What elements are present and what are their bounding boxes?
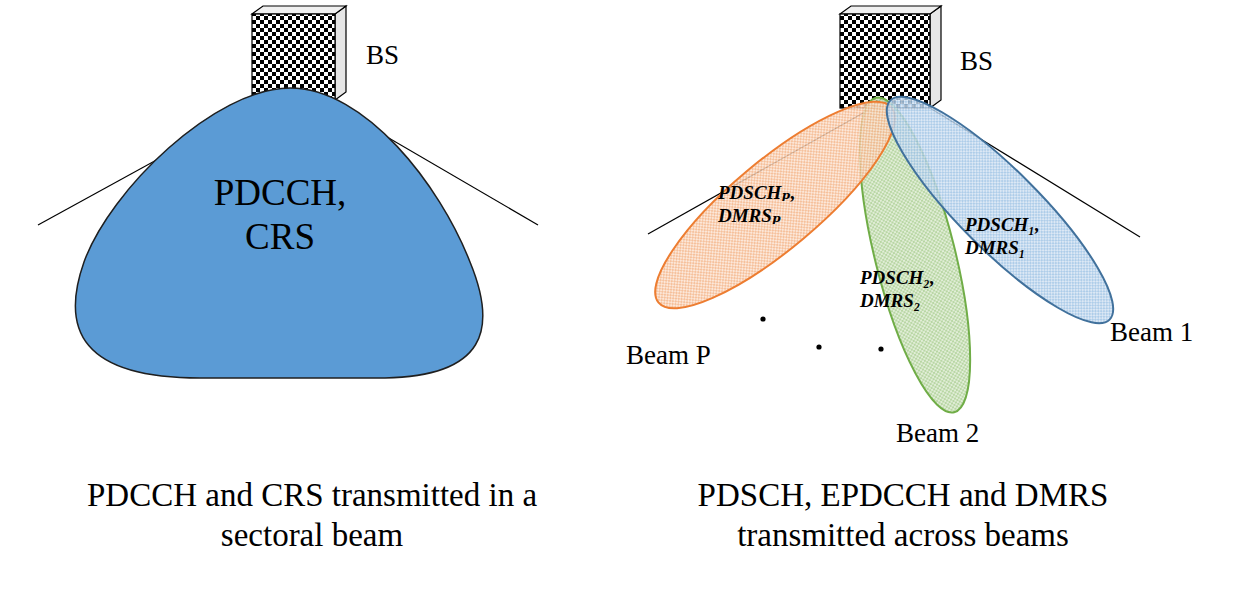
base-station	[840, 6, 941, 108]
beam-label: Beam 1	[1110, 317, 1193, 348]
node-text: PDSCHₚ, DMRSₚ	[718, 182, 818, 228]
caption-text: PDCCH and CRS transmitted in a sectoral …	[52, 475, 572, 556]
ellipsis-dot	[878, 346, 883, 351]
node-text: PDSCH₁, DMRS₁	[965, 214, 1065, 260]
beam-ellipse: PDSCHₚ, DMRSₚ	[640, 90, 910, 320]
ellipsis-dot	[816, 344, 821, 349]
bs-label: BS	[960, 46, 993, 77]
caption-text: PDSCH, EPDCCH and DMRS transmitted acros…	[643, 475, 1163, 556]
beam-ellipse: PDSCH₁, DMRS₁	[880, 95, 1120, 325]
node-text: PDSCH₂, DMRS₂	[860, 267, 960, 313]
bs-label: BS	[366, 40, 399, 71]
sector-beam: PDCCH, CRS	[70, 84, 500, 384]
node-text: PDCCH, CRS	[180, 171, 380, 260]
shape-outline	[880, 95, 1120, 325]
outline	[75, 88, 483, 378]
beam-label: Beam 2	[896, 418, 979, 449]
beam-label: Beam P	[626, 340, 711, 371]
base-station	[252, 6, 346, 100]
outline	[862, 72, 1138, 348]
ellipsis-dot	[760, 316, 765, 321]
